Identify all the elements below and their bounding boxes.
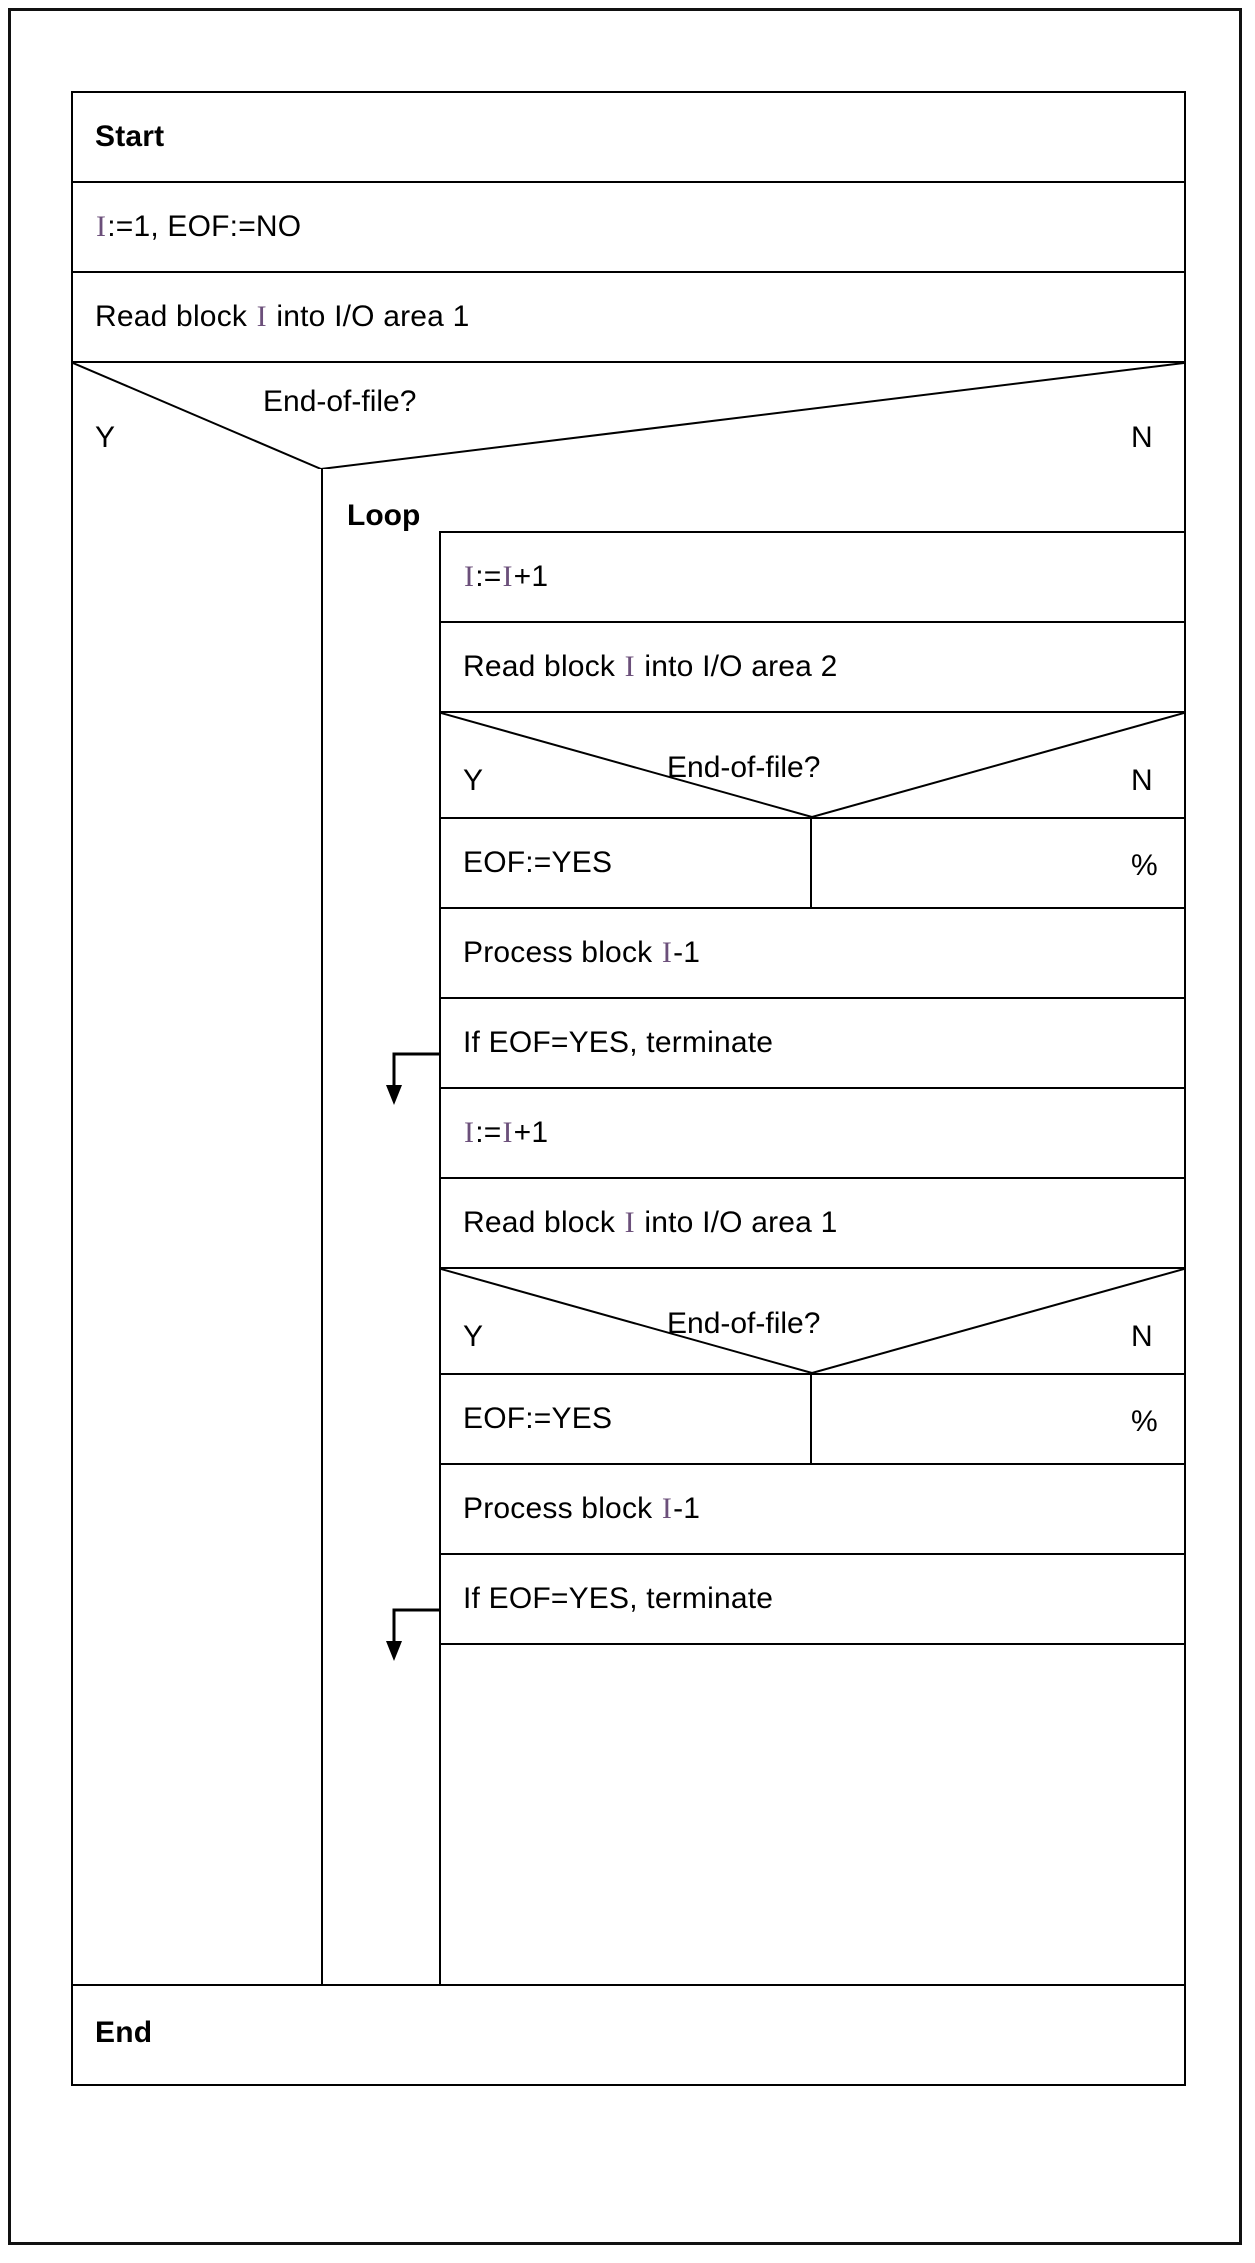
- decision-inner-2-yes-label: Y: [463, 1320, 484, 1353]
- block-start-label: Start: [95, 120, 165, 153]
- assign-op: :=: [475, 1116, 502, 1149]
- decision-inner-eof-1: Y End-of-file? N: [439, 711, 1186, 819]
- decision-inner-2-no-label: N: [1131, 1320, 1153, 1353]
- branch-row-eof-2-left: EOF:=YES: [463, 1402, 613, 1435]
- variable-i-glyph: I: [661, 936, 673, 969]
- variable-i-glyph: I: [96, 210, 107, 243]
- block-read-outer: Read block I into I/O area 1: [71, 271, 1186, 363]
- block-increment-1: I:=I+1: [439, 531, 1186, 623]
- decision-inner-1-no-label: N: [1131, 764, 1153, 797]
- block-process-1-text: Process block I-1: [463, 936, 700, 970]
- block-terminate-2: If EOF=YES, terminate: [439, 1553, 1186, 1645]
- block-process-2: Process block I-1: [439, 1463, 1186, 1555]
- decision-outer-eof: Y End-of-file? N: [71, 361, 1186, 471]
- block-terminate-1: If EOF=YES, terminate: [439, 997, 1186, 1089]
- block-process-2-suffix: -1: [673, 1492, 701, 1525]
- block-initialize: I:=1, EOF:=NO: [71, 181, 1186, 273]
- branch-row-eof-2-right: %: [1131, 1405, 1158, 1438]
- variable-i-glyph: I: [464, 560, 475, 593]
- block-end-label: End: [95, 2016, 153, 2049]
- decision-inner-eof-2: Y End-of-file? N: [439, 1267, 1186, 1375]
- variable-i-glyph: I: [464, 1116, 475, 1149]
- decision-inner-2-question: End-of-file?: [667, 1307, 821, 1340]
- decision-inner-1-yes-label: Y: [463, 764, 484, 797]
- decision-outer-no-label: N: [1131, 421, 1153, 454]
- block-initialize-text: I:=1, EOF:=NO: [95, 210, 301, 244]
- block-read-area-1: Read block I into I/O area 1: [439, 1177, 1186, 1269]
- block-read-area-2-prefix: Read block: [463, 650, 624, 683]
- block-initialize-suffix: :=1, EOF:=NO: [107, 210, 302, 243]
- block-end: End: [71, 1984, 1186, 2086]
- block-increment-2-suffix: +1: [513, 1116, 549, 1149]
- block-read-outer-suffix: into I/O area 1: [267, 300, 470, 333]
- variable-i-glyph: I: [502, 1116, 513, 1149]
- block-increment-1-text: I:=I+1: [463, 560, 548, 594]
- branch-row-eof-2: EOF:=YES %: [439, 1373, 1186, 1465]
- variable-i-glyph: I: [624, 1206, 635, 1239]
- block-process-1: Process block I-1: [439, 907, 1186, 999]
- block-process-2-text: Process block I-1: [463, 1492, 700, 1526]
- block-process-1-prefix: Process block: [463, 936, 661, 969]
- variable-i-glyph: I: [624, 650, 635, 683]
- branch-row-eof-1-right: %: [1131, 849, 1158, 882]
- decision-inner-1-question: End-of-file?: [667, 751, 821, 784]
- variable-i-glyph: I: [256, 300, 267, 333]
- block-process-2-prefix: Process block: [463, 1492, 661, 1525]
- block-increment-2-text: I:=I+1: [463, 1116, 548, 1150]
- block-increment-2: I:=I+1: [439, 1087, 1186, 1179]
- block-read-area-2: Read block I into I/O area 2: [439, 621, 1186, 713]
- branch-row-eof-1-divider: [810, 817, 812, 909]
- branch-row-eof-1-left: EOF:=YES: [463, 846, 613, 879]
- branch-yes-column: [71, 469, 323, 1986]
- decision-outer-question: End-of-file?: [263, 385, 417, 418]
- block-increment-1-suffix: +1: [513, 560, 549, 593]
- block-terminate-2-text: If EOF=YES, terminate: [463, 1582, 774, 1615]
- block-terminate-1-text: If EOF=YES, terminate: [463, 1026, 774, 1059]
- loop-label: Loop: [347, 499, 421, 532]
- decision-outer-v-lines: [73, 363, 1184, 469]
- page-border-frame: Start I:=1, EOF:=NO Read block I into I/…: [8, 8, 1242, 2245]
- variable-i-glyph: I: [502, 560, 513, 593]
- block-read-area-1-text: Read block I into I/O area 1: [463, 1206, 837, 1240]
- block-read-outer-prefix: Read block: [95, 300, 256, 333]
- nassi-shneiderman-diagram: Start I:=1, EOF:=NO Read block I into I/…: [71, 91, 1186, 2086]
- block-process-1-suffix: -1: [673, 936, 701, 969]
- branch-row-eof-1: EOF:=YES %: [439, 817, 1186, 909]
- variable-i-glyph: I: [661, 1492, 673, 1525]
- block-read-outer-text: Read block I into I/O area 1: [95, 300, 469, 334]
- block-read-area-2-text: Read block I into I/O area 2: [463, 650, 837, 684]
- block-read-area-1-suffix: into I/O area 1: [635, 1206, 838, 1239]
- block-read-area-2-suffix: into I/O area 2: [635, 650, 838, 683]
- assign-op: :=: [475, 560, 502, 593]
- branch-row-eof-2-divider: [810, 1373, 812, 1465]
- block-start: Start: [71, 91, 1186, 183]
- block-read-area-1-prefix: Read block: [463, 1206, 624, 1239]
- decision-outer-yes-label: Y: [95, 421, 116, 454]
